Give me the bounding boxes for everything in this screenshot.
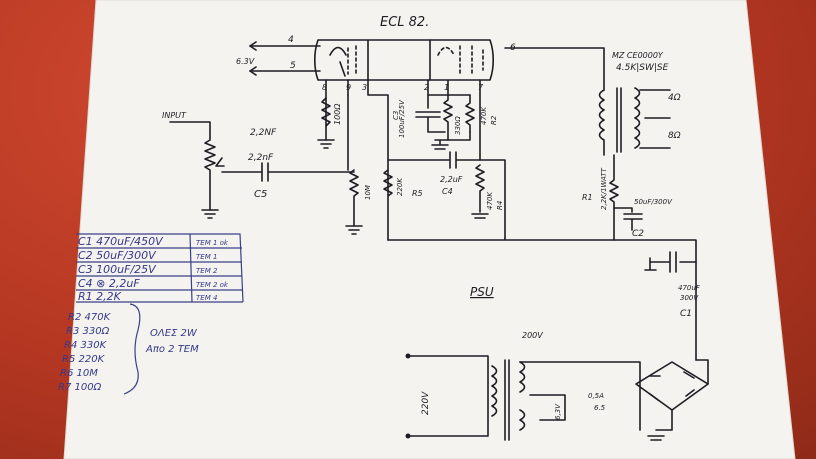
svg-text:TEM 2: TEM 2: [196, 267, 218, 275]
svg-text:6.5: 6.5: [594, 404, 606, 412]
resistor-list: R2 470K R3 330Ω R4 330K R5 220K R6 10M R…: [58, 303, 199, 395]
svg-text:10M: 10M: [364, 185, 372, 200]
svg-text:4Ω: 4Ω: [668, 93, 681, 103]
resistor-r2: 470K R2: [465, 94, 498, 133]
resistor-r7: 100Ω: [317, 97, 342, 149]
svg-text:330Ω: 330Ω: [454, 116, 462, 135]
svg-text:1: 1: [444, 83, 449, 92]
tube-title: ECL 82.: [380, 15, 429, 30]
svg-text:C5: C5: [254, 189, 267, 200]
svg-text:R5: R5: [412, 189, 423, 198]
svg-text:220V: 220V: [421, 391, 431, 415]
svg-text:300V: 300V: [680, 294, 699, 302]
svg-text:2,2uF: 2,2uF: [440, 175, 463, 184]
resistor-r6: 10M: [345, 94, 372, 235]
resistor-r3: 330Ω: [443, 94, 462, 141]
svg-text:R3 330Ω: R3 330Ω: [66, 326, 110, 337]
svg-text:220K: 220K: [396, 177, 404, 196]
resistor-r5: 220K R5: [383, 169, 423, 198]
svg-text:C1 470uF/450V: C1 470uF/450V: [78, 235, 164, 248]
svg-text:470K: 470K: [480, 106, 488, 125]
svg-text:2,2NF: 2,2NF: [250, 128, 277, 138]
svg-text:2: 2: [424, 83, 429, 92]
svg-text:R5 220K: R5 220K: [62, 354, 106, 365]
svg-text:2,2K/1WATT: 2,2K/1WATT: [600, 167, 608, 210]
svg-text:R4 330K: R4 330K: [64, 340, 108, 351]
svg-text:100Ω: 100Ω: [333, 103, 342, 125]
svg-text:R6 10M: R6 10M: [60, 368, 98, 379]
svg-text:3: 3: [362, 83, 367, 92]
capacitor-c4: 2,2uF C4: [387, 151, 481, 196]
svg-text:470K: 470K: [486, 191, 494, 210]
svg-text:R4: R4: [496, 201, 504, 210]
svg-text:R2: R2: [490, 115, 498, 125]
svg-text:PSU: PSU: [470, 285, 494, 299]
paper-sheet: [64, 0, 795, 459]
ecl82-tube-symbol: [314, 39, 494, 81]
svg-text:6.3V: 6.3V: [236, 57, 255, 66]
svg-text:ΟΛΕΣ 2W: ΟΛΕΣ 2W: [150, 328, 198, 339]
svg-text:R1: R1: [582, 193, 593, 202]
svg-text:470uF: 470uF: [678, 284, 701, 292]
resistor-r4: 470K R4: [471, 164, 504, 219]
heater-connection: 6.3V 4 5: [236, 35, 321, 76]
svg-text:C2: C2: [632, 229, 644, 239]
svg-text:C4: C4: [442, 187, 453, 196]
svg-text:INPUT: INPUT: [162, 111, 187, 120]
output-transformer: MZ CE0000Y 4.5K|SW|SE 4Ω 8Ω: [598, 51, 681, 156]
svg-text:TEM 1 ok: TEM 1 ok: [196, 239, 229, 247]
capacitor-c5: 2,2NF 2,2nF C5: [221, 128, 355, 200]
input-potentiometer: INPUT: [162, 111, 225, 219]
svg-text:TEM 4: TEM 4: [196, 294, 217, 302]
svg-text:7: 7: [478, 83, 484, 92]
svg-text:R2 470K: R2 470K: [68, 312, 112, 323]
svg-text:C4 ⊗ 2,2uF: C4 ⊗ 2,2uF: [78, 277, 140, 290]
svg-text:6,3V: 6,3V: [554, 403, 562, 420]
svg-text:C2 50uF/300V: C2 50uF/300V: [78, 249, 157, 262]
svg-text:C1: C1: [680, 309, 692, 319]
svg-text:5: 5: [290, 61, 296, 71]
svg-text:TEM 2 ok: TEM 2 ok: [196, 281, 229, 289]
psu-section: PSU 220V 200V 6,3V 0,5A 6.5: [405, 285, 709, 441]
svg-text:MZ CE0000Y: MZ CE0000Y: [612, 51, 664, 60]
capacitor-c2: 50uF/300V C2: [613, 198, 673, 239]
svg-text:R7 100Ω: R7 100Ω: [58, 382, 102, 393]
svg-text:200V: 200V: [522, 331, 543, 340]
svg-text:Απο 2 ΤΕΜ: Απο 2 ΤΕΜ: [145, 344, 199, 355]
svg-text:0,5A: 0,5A: [588, 392, 604, 400]
svg-text:2,2nF: 2,2nF: [248, 153, 274, 163]
svg-text:4.5K|SW|SE: 4.5K|SW|SE: [616, 63, 669, 73]
svg-text:50uF/300V: 50uF/300V: [634, 198, 673, 206]
svg-text:C3: C3: [392, 111, 400, 120]
svg-text:8Ω: 8Ω: [668, 131, 681, 141]
capacitor-c3: 100uF/25V C3: [392, 94, 446, 138]
svg-text:C3 100uF/25V: C3 100uF/25V: [78, 263, 157, 276]
svg-text:TEM 1: TEM 1: [196, 253, 217, 261]
svg-text:R1 2,2K: R1 2,2K: [78, 290, 122, 303]
svg-text:8: 8: [322, 83, 327, 92]
svg-text:4: 4: [288, 35, 294, 45]
svg-text:100uF/25V: 100uF/25V: [398, 99, 406, 138]
resistor-r1: 2,2K/1WATT R1: [582, 154, 619, 241]
bom-table: C1 470uF/450V TEM 1 ok C2 50uF/300V TEM …: [76, 233, 244, 303]
capacitor-c1: 470uF 300V C1: [644, 251, 701, 319]
